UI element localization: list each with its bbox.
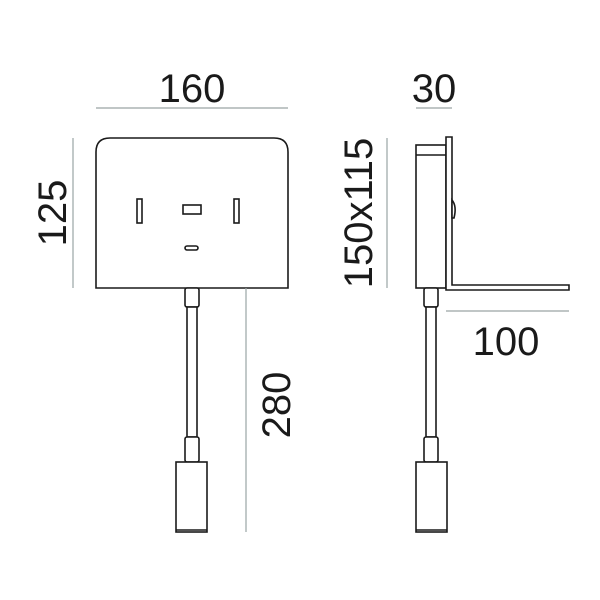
stem-collar-top: [184, 287, 200, 308]
cable-length-label: 280: [255, 372, 299, 439]
stem-collar-bottom: [184, 436, 200, 463]
wall-box: [415, 144, 447, 289]
depth-label: 30: [412, 67, 457, 111]
side-switch: [451, 197, 456, 219]
height-label: 125: [31, 180, 75, 247]
side-reading-light-head: [415, 461, 448, 533]
side-view: 30 150x115 100: [337, 67, 570, 533]
shade-size-label: 150x115: [337, 138, 381, 289]
usb-a-port: [182, 204, 202, 215]
reading-light-head: [175, 461, 208, 533]
front-view: 160 125 280: [31, 67, 299, 533]
flexible-arm: [186, 306, 198, 438]
shelf-depth-label: 100: [473, 320, 540, 364]
width-label: 160: [159, 67, 226, 111]
side-stem-collar-bottom: [423, 436, 439, 463]
usb-c-port: [184, 245, 199, 251]
right-switch: [233, 198, 240, 224]
left-switch: [136, 198, 143, 224]
shelf-bracket: [445, 136, 570, 291]
side-stem-collar-top: [423, 287, 439, 308]
side-flexible-arm: [425, 306, 437, 438]
